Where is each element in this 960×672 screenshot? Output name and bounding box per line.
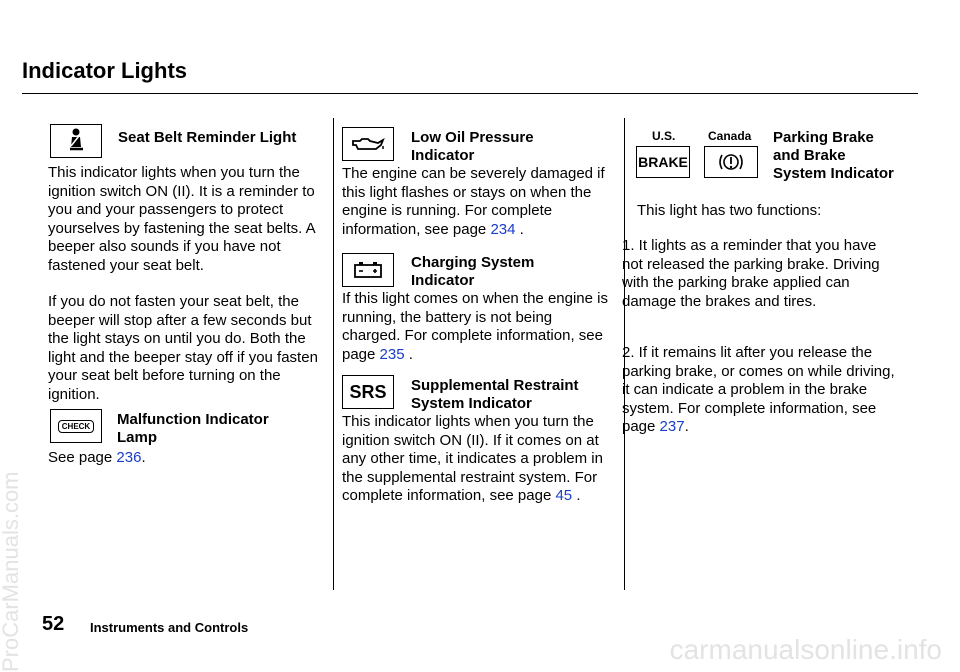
brake-item-2: 2. If it remains lit after you release t… <box>622 344 897 437</box>
oil-body: The engine can be severely damaged if th… <box>342 165 605 238</box>
srs-suffix: . <box>576 487 581 504</box>
title-divider <box>22 93 918 94</box>
oil-can-icon <box>342 127 394 161</box>
oil-heading: Low Oil Pressure Indicator <box>411 129 534 164</box>
srs-body: This indicator lights when you turn the … <box>342 413 603 504</box>
charging-heading: Charging System Indicator <box>411 254 535 289</box>
malfunction-suffix: . <box>141 449 146 466</box>
charging-body: If this light comes on when the engine i… <box>342 290 608 363</box>
malfunction-text: See page 236. <box>48 449 146 468</box>
srs-icon-label: SRS <box>349 381 387 402</box>
column-divider-2 <box>624 118 625 590</box>
seatbelt-icon <box>50 124 102 158</box>
charging-text: If this light comes on when the engine i… <box>342 290 608 364</box>
seatbelt-text-2: If you do not fasten your seat belt, the… <box>48 293 318 403</box>
canada-label: Canada <box>708 129 752 143</box>
page-number: 52 <box>42 613 65 635</box>
srs-text: This indicator lights when you turn the … <box>342 413 614 506</box>
side-watermark: ProCarManuals.com <box>0 471 23 672</box>
brake-us-icon: BRAKE <box>636 146 690 178</box>
section-name: Instruments and Controls <box>90 620 249 635</box>
check-engine-label: CHECK <box>57 419 95 433</box>
seatbelt-heading: Seat Belt Reminder Light <box>118 129 297 146</box>
brake-canada-icon <box>704 146 758 178</box>
brake-suffix: . <box>684 418 689 435</box>
charging-page-link[interactable]: 235 <box>379 345 405 363</box>
oil-text: The engine can be severely damaged if th… <box>342 165 614 239</box>
brake-item-2-body: 2. If it remains lit after you release t… <box>622 344 895 435</box>
column-divider-1 <box>333 118 334 590</box>
page-title: Indicator Lights <box>22 58 187 83</box>
us-label: U.S. <box>652 129 676 143</box>
brake-item-1: 1. It lights as a reminder that you have… <box>622 237 880 310</box>
seatbelt-text-1: This indicator lights when you turn the … <box>48 164 315 274</box>
bottom-watermark: carmanualsonline.info <box>669 634 942 665</box>
oil-suffix: . <box>519 220 524 238</box>
malfunction-page-link[interactable]: 236 <box>116 449 142 466</box>
brake-icon-label: BRAKE <box>638 154 688 170</box>
srs-page-link[interactable]: 45 <box>555 487 573 504</box>
battery-icon <box>342 253 394 287</box>
oil-page-link[interactable]: 234 <box>490 220 516 238</box>
check-engine-icon: CHECK <box>50 409 102 443</box>
srs-icon: SRS <box>342 375 394 409</box>
charging-suffix: . <box>408 345 413 363</box>
brake-heading: Parking Brake and Brake System Indicator <box>773 129 894 182</box>
malfunction-see: See page <box>48 449 113 466</box>
malfunction-heading: Malfunction Indicator Lamp <box>117 411 269 446</box>
brake-intro: This light has two functions: <box>637 202 822 219</box>
brake-page-link[interactable]: 237 <box>659 418 685 435</box>
srs-heading: Supplemental Restraint System Indicator <box>411 377 579 412</box>
